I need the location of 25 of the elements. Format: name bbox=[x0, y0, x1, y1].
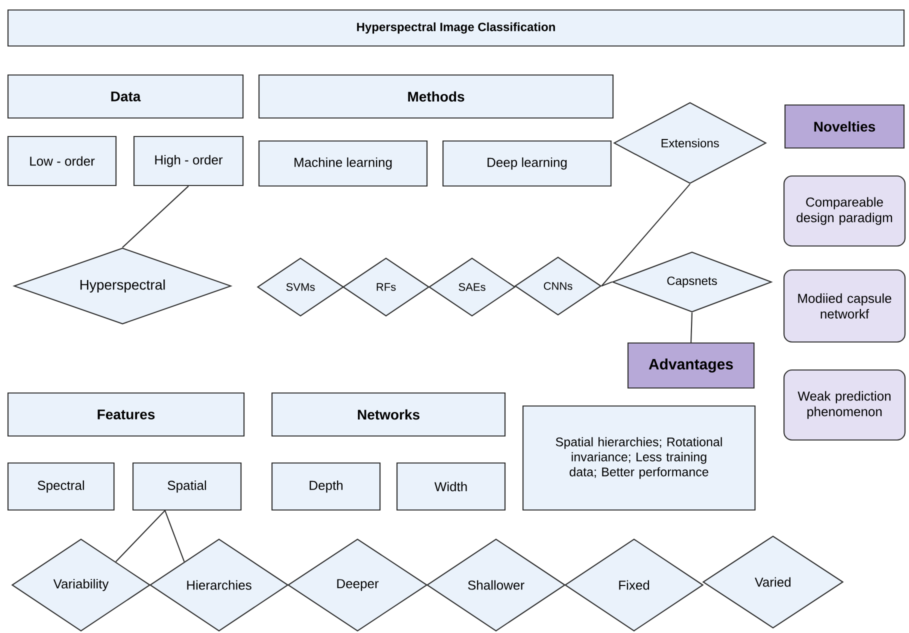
category-box: Spatial bbox=[132, 462, 242, 511]
category-box: Spectral bbox=[7, 462, 115, 511]
text-box: Spatial hierarchies; Rotational invariance; Less training data; Better performance bbox=[522, 405, 756, 511]
rounded-box: Weak prediction phenomenon bbox=[783, 369, 906, 441]
rounded-box: Compareable design paradigm bbox=[783, 175, 906, 247]
connector-line bbox=[164, 510, 185, 562]
heading-box: Novelties bbox=[784, 104, 905, 149]
heading-box: Features bbox=[7, 392, 245, 437]
category-box: Width bbox=[396, 462, 506, 511]
connector-line bbox=[122, 186, 189, 248]
connector-line bbox=[115, 510, 166, 562]
category-box: Machine learning bbox=[258, 140, 428, 187]
rounded-box: Modiied capsule networkf bbox=[783, 269, 906, 343]
heading-box: Methods bbox=[258, 74, 614, 119]
heading-box: Networks bbox=[271, 392, 506, 437]
heading-box: Data bbox=[7, 74, 244, 119]
connector-line bbox=[601, 184, 690, 286]
title-box: Hyperspectral Image Classification bbox=[7, 9, 905, 47]
category-box: High - order bbox=[133, 136, 244, 186]
category-box: Deep learning bbox=[442, 140, 612, 187]
connector-line bbox=[690, 312, 693, 342]
heading-box: Advantages bbox=[627, 342, 755, 389]
connector-line bbox=[601, 282, 612, 287]
category-box: Depth bbox=[271, 462, 381, 511]
category-box: Low - order bbox=[7, 136, 117, 186]
